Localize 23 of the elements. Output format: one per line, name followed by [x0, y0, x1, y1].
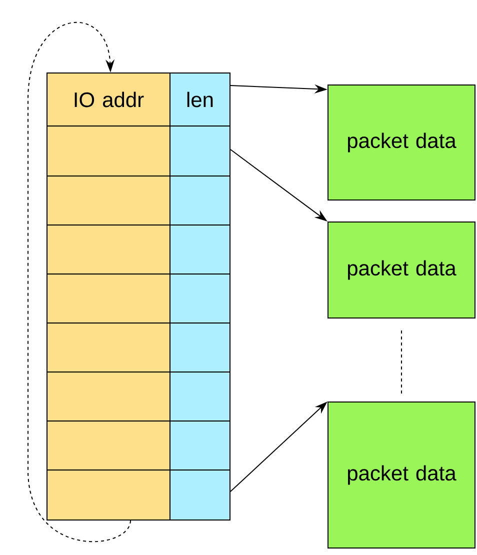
table-cell: [46, 322, 170, 372]
ellipsis-line: [401, 330, 402, 394]
table-cell: [46, 224, 170, 274]
table-cell: len: [170, 72, 230, 126]
table-cell: [170, 470, 230, 520]
table-cell: [46, 420, 170, 470]
packet-box: packet data: [328, 222, 476, 318]
table-cell: [170, 372, 230, 422]
table-cell: [170, 176, 230, 226]
table-cell: IO addr: [46, 72, 170, 126]
table-cell: [170, 420, 230, 470]
loop-arrow: [28, 22, 131, 542]
table-cell: [170, 224, 230, 274]
table-cell: [170, 274, 230, 324]
table-cell: [170, 126, 230, 176]
table-cell: [46, 470, 170, 520]
table-cell: [46, 372, 170, 422]
table-cell: [46, 176, 170, 226]
packet-box: packet data: [328, 402, 476, 548]
table-cell: [46, 126, 170, 176]
table-cell: [46, 274, 170, 324]
table-cell: [170, 322, 230, 372]
packet-box: packet data: [328, 84, 476, 200]
